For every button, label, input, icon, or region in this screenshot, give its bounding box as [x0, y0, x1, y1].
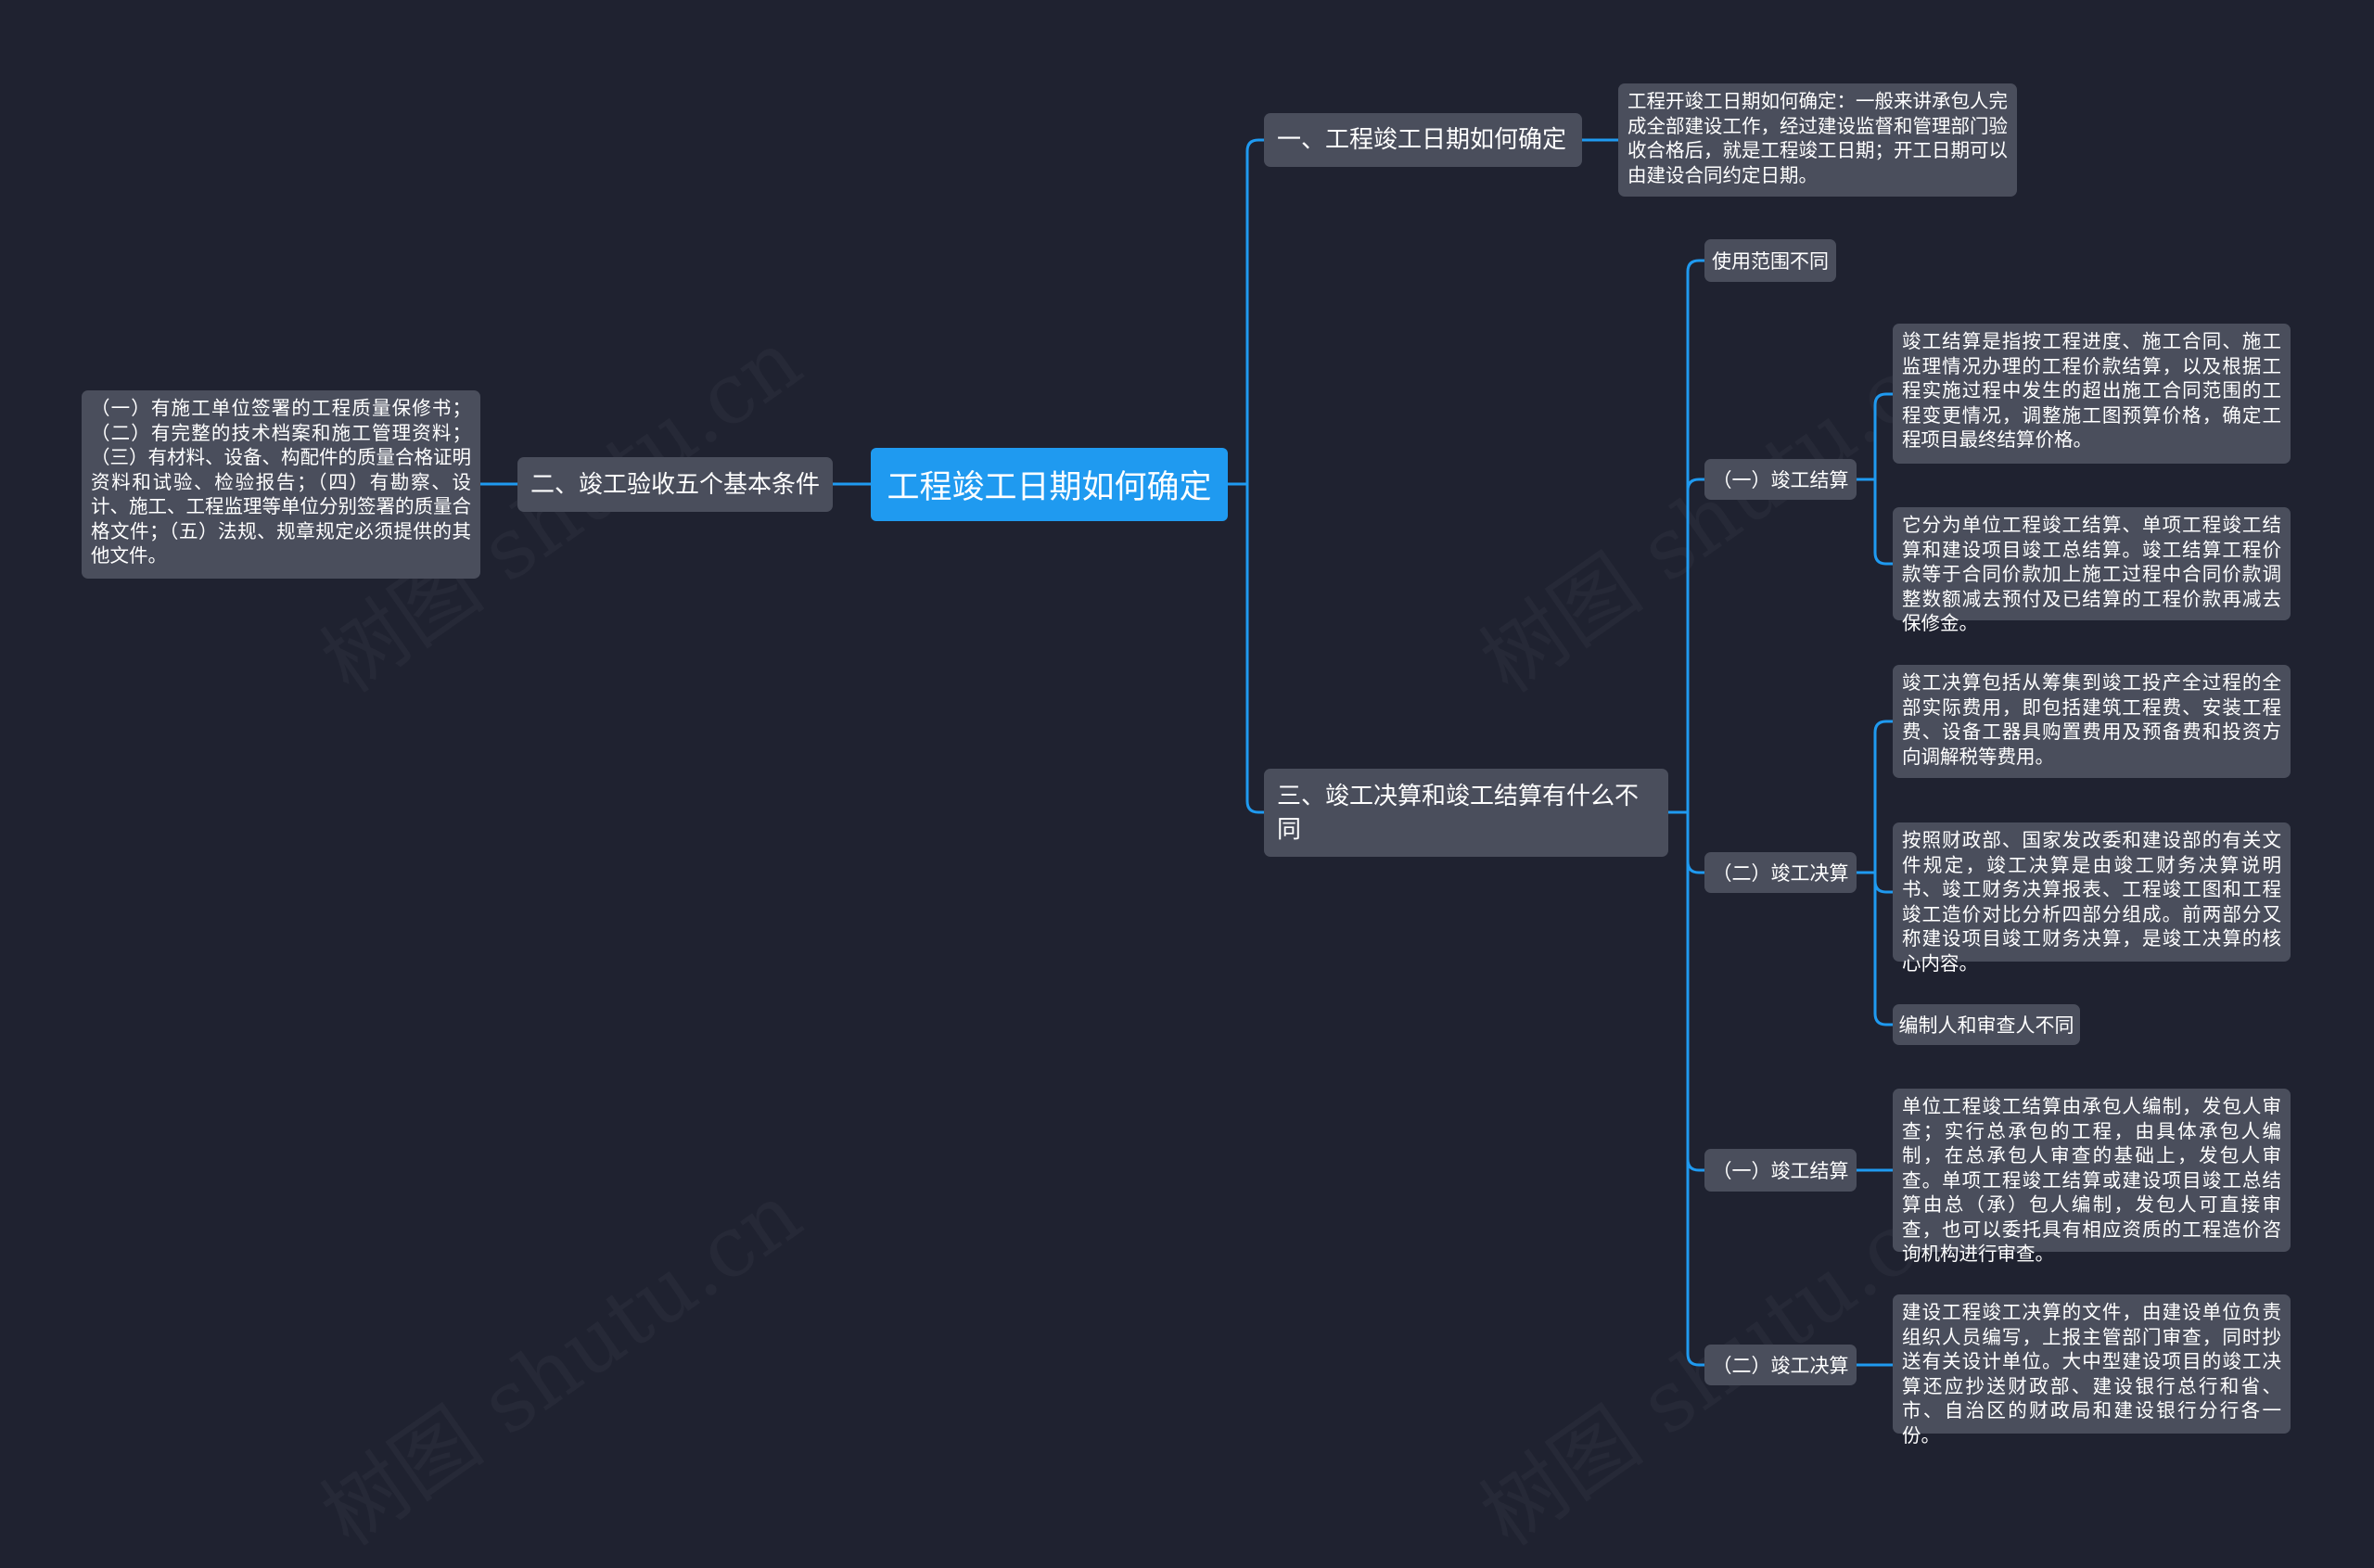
root-node[interactable]: 工程竣工日期如何确定	[871, 448, 1228, 521]
connector	[1857, 392, 1893, 481]
scope-differs-node[interactable]: 使用范围不同	[1704, 239, 1836, 282]
final-accounts-scope-text[interactable]: 竣工决算包括从筹集到竣工投产全过程的全部实际费用，即包括建筑工程费、安装工程费、…	[1893, 665, 2291, 778]
branch-two-text[interactable]: （一）有施工单位签署的工程质量保修书；（二）有完整的技术档案和施工管理资料；（三…	[82, 390, 480, 579]
connector-lines	[480, 138, 1893, 1367]
text-content: 按照财政部、国家发改委和建设部的有关文件规定，竣工决算是由竣工财务决算说明书、竣…	[1902, 829, 2281, 975]
text-content: 竣工结算是指按工程进度、施工合同、施工监理情况办理的工程价款结算，以及根据工程实…	[1902, 330, 2281, 451]
completion-settlement-node[interactable]: （一）竣工结算	[1704, 459, 1857, 500]
settlement-definition-text[interactable]: 竣工结算是指按工程进度、施工合同、施工监理情况办理的工程价款结算，以及根据工程实…	[1893, 324, 2291, 464]
settlement-types-text[interactable]: 它分为单位工程竣工结算、单项工程竣工结算和建设项目竣工总结算。竣工结算工程价款等…	[1893, 507, 2291, 634]
connector	[1857, 871, 1893, 1026]
final-accounts-node[interactable]: （二）竣工决算	[1704, 852, 1857, 893]
completion-settlement-label: （一）竣工结算	[1712, 1160, 1849, 1182]
final-accounts-node-2[interactable]: （二）竣工决算	[1704, 1345, 1857, 1385]
text-content: 建设工程竣工决算的文件，由建设单位负责组织人员编写，上报主管部门审查，同时抄送有…	[1902, 1301, 2281, 1447]
root-label: 工程竣工日期如何确定	[887, 469, 1212, 506]
connector	[1668, 478, 1704, 814]
connector	[1228, 482, 1264, 814]
preparer-differs-label: 编制人和审查人不同	[1898, 1014, 2074, 1037]
preparer-differs-node[interactable]: 编制人和审查人不同	[1893, 1004, 2080, 1045]
branch-one-label: 一、工程竣工日期如何确定	[1277, 126, 1567, 154]
branch-two-label: 二、竣工验收五个基本条件	[530, 470, 821, 499]
text-content: 竣工决算包括从筹集到竣工投产全过程的全部实际费用，即包括建筑工程费、安装工程费、…	[1902, 671, 2281, 768]
branch-two-text-content: （一）有施工单位签署的工程质量保修书；（二）有完整的技术档案和施工管理资料；（三…	[91, 397, 471, 567]
connector	[1668, 259, 1704, 814]
connector	[1668, 810, 1704, 1367]
scope-differs-label: 使用范围不同	[1712, 250, 1829, 273]
branch-one-text-content: 工程开竣工日期如何确定：一般来讲承包人完成全部建设工作，经过建设监督和管理部门验…	[1627, 90, 2008, 186]
final-accounts-preparer-text[interactable]: 建设工程竣工决算的文件，由建设单位负责组织人员编写，上报主管部门审查，同时抄送有…	[1893, 1294, 2291, 1447]
branch-three-label: 三、竣工决算和竣工结算有什么不同	[1277, 782, 1640, 844]
text-content: 它分为单位工程竣工结算、单项工程竣工结算和建设项目竣工总结算。竣工结算工程价款等…	[1902, 514, 2281, 634]
completion-settlement-label: （一）竣工结算	[1712, 469, 1849, 491]
branch-three-node[interactable]: 三、竣工决算和竣工结算有什么不同	[1264, 769, 1668, 857]
connector	[1857, 720, 1893, 874]
final-accounts-label: （二）竣工决算	[1712, 1355, 1849, 1377]
connector	[1228, 138, 1264, 486]
settlement-preparer-text[interactable]: 单位工程竣工结算由承包人编制，发包人审查；实行总承包的工程，由具体承包人编制，在…	[1893, 1089, 2291, 1265]
connector	[1857, 478, 1893, 566]
branch-two-node[interactable]: 二、竣工验收五个基本条件	[517, 457, 833, 512]
final-accounts-composition-text[interactable]: 按照财政部、国家发改委和建设部的有关文件规定，竣工决算是由竣工财务决算说明书、竣…	[1893, 822, 2291, 975]
branch-one-node[interactable]: 一、工程竣工日期如何确定	[1264, 113, 1582, 167]
completion-settlement-node-2[interactable]: （一）竣工结算	[1704, 1149, 1857, 1192]
branch-one-text[interactable]: 工程开竣工日期如何确定：一般来讲承包人完成全部建设工作，经过建设监督和管理部门验…	[1618, 83, 2017, 197]
final-accounts-label: （二）竣工决算	[1712, 862, 1849, 885]
text-content: 单位工程竣工结算由承包人编制，发包人审查；实行总承包的工程，由具体承包人编制，在…	[1902, 1095, 2281, 1265]
